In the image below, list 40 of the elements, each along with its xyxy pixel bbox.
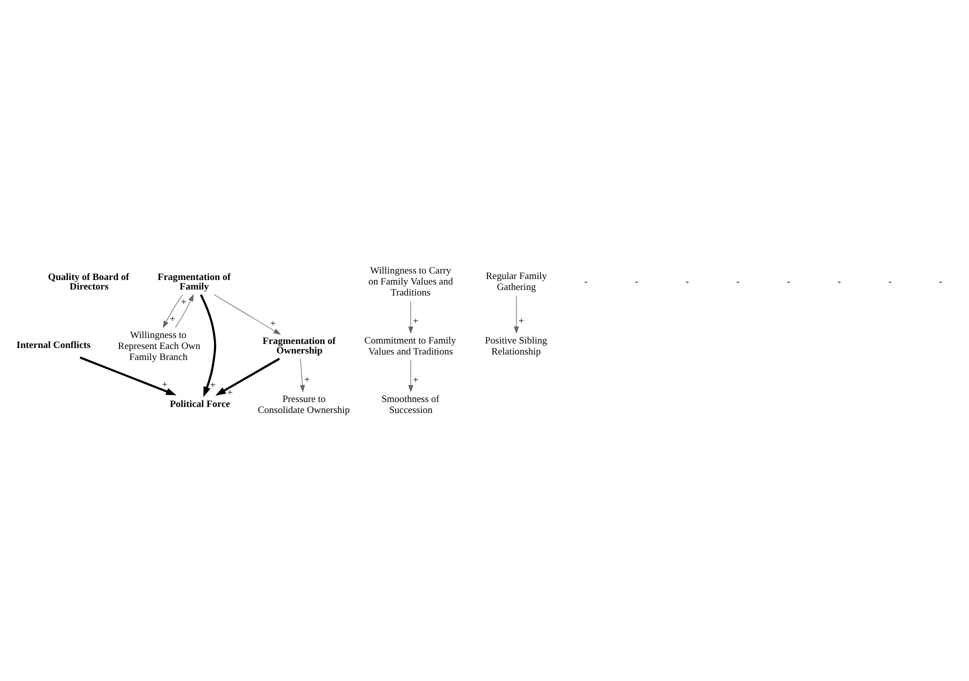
edge-label: + [270, 318, 276, 329]
label: - [634, 276, 638, 288]
node-text: Smoothness of Succession [381, 393, 440, 416]
arrow [214, 294, 281, 334]
label: - [686, 276, 689, 288]
node-text: Pressure to Consolidate Ownership [258, 393, 350, 416]
edge-label: + [412, 374, 418, 386]
label: - [939, 276, 942, 288]
node-text: Willingness to Represent Each Own Family Branch [118, 329, 200, 362]
edge-label: + [170, 314, 176, 325]
label: - [786, 276, 790, 288]
label: - [888, 276, 892, 288]
node-text: Fragmentation of Ownership [262, 335, 336, 356]
arrow [514, 295, 519, 334]
node-text: Fragmentation of Family [158, 271, 231, 292]
edge-label: + [162, 379, 168, 390]
edge-label: + [518, 316, 524, 327]
label: - [838, 276, 841, 288]
arrow [300, 358, 305, 392]
edge-label: + [227, 386, 233, 398]
node-text: Internal Conflicts [16, 340, 91, 351]
arrow [175, 293, 194, 328]
node-text: Positive Sibling Relationship [484, 334, 548, 357]
node-text: Commitment to Family Values and Traditions [364, 334, 456, 357]
node-text: Quality of Board of Directors [48, 271, 130, 292]
arrow [200, 294, 216, 397]
label: - [736, 276, 740, 288]
edge-label: + [304, 374, 310, 385]
node-text: Political Force [170, 398, 230, 410]
node-text: Regular Family Gathering [486, 270, 547, 293]
arrow [408, 300, 414, 334]
edge-label: + [181, 296, 187, 308]
edge-label: + [210, 379, 216, 390]
node-text: Willingness to Carry on Family Values and Traditions [368, 265, 454, 298]
arrow [215, 357, 280, 396]
label: - [584, 276, 588, 288]
arrow [162, 294, 183, 328]
edge-label: + [412, 316, 418, 327]
arrow [80, 356, 176, 395]
arrow [408, 359, 414, 392]
